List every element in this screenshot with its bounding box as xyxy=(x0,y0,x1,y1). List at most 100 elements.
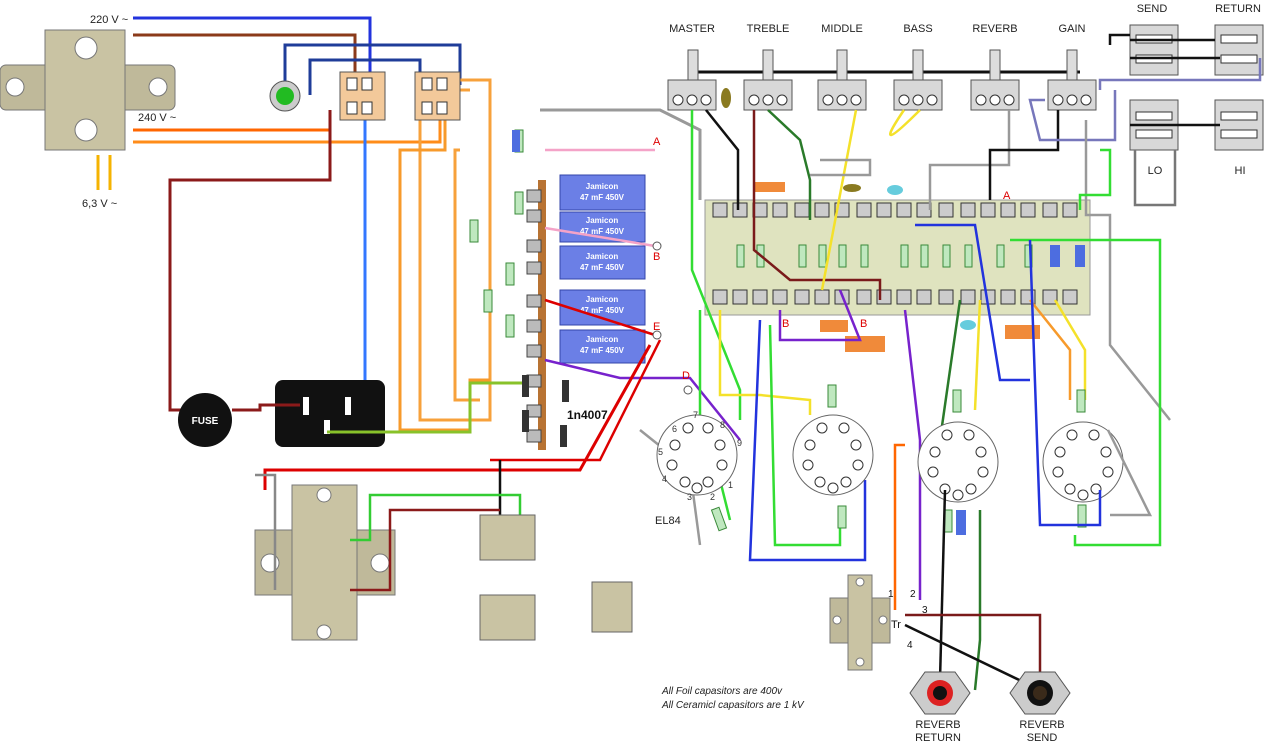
pot-row: MASTER TREBLE MIDDLE BASS REVERB GAIN xyxy=(669,23,1085,35)
pot-label-bass: BASS xyxy=(903,23,932,35)
iec-inlet xyxy=(275,380,385,447)
reverb-send-label-1: REVERB xyxy=(1019,719,1064,731)
svg-text:5: 5 xyxy=(658,447,663,457)
svg-text:Jamicon: Jamicon xyxy=(586,216,619,225)
tube-socket-v1 xyxy=(792,414,874,496)
pot-label-middle: MIDDLE xyxy=(821,23,863,35)
tube-wires xyxy=(893,238,1162,691)
coupling-cap xyxy=(512,130,520,152)
pot-middle[interactable] xyxy=(817,49,867,111)
point-label-e: E xyxy=(653,321,660,333)
output-transformer xyxy=(254,484,396,641)
reverb-send-jack[interactable] xyxy=(1009,671,1071,715)
hi-jack[interactable] xyxy=(1214,99,1264,151)
jack-label-send: SEND xyxy=(1137,3,1168,15)
note-ceramic-caps: All Ceramicl capasitors are 1 kV xyxy=(661,700,805,711)
svg-text:47 mF 450V: 47 mF 450V xyxy=(580,346,625,355)
tube-socket-v2 xyxy=(917,421,999,503)
pot-treble[interactable] xyxy=(743,49,793,111)
fuse-holder: FUSE xyxy=(178,393,232,447)
board-point-a: A xyxy=(1003,190,1011,202)
ot-wires xyxy=(255,473,522,592)
reverb-transformer-label: Tr xyxy=(891,619,901,631)
tube-name: EL84 xyxy=(655,515,681,527)
reverb-transformer xyxy=(829,574,891,671)
jack-label-return: RETURN xyxy=(1215,3,1261,15)
tube-socket-el84 xyxy=(656,414,738,496)
pot-label-master: MASTER xyxy=(669,23,715,35)
pot-bass[interactable] xyxy=(893,49,943,111)
svg-text:6: 6 xyxy=(672,424,677,434)
pilot-lamp xyxy=(269,80,301,112)
fuse-label: FUSE xyxy=(192,416,219,427)
reverb-pin-4: 4 xyxy=(907,640,913,651)
svg-text:8: 8 xyxy=(720,420,725,430)
filter-capacitor: Jamicon 47 mF 450V xyxy=(559,174,646,211)
label-6-3v: 6,3 V ~ xyxy=(82,198,117,210)
filter-capacitors: Jamicon 47 mF 450V Jamicon 47 mF 450V Ja… xyxy=(559,174,646,364)
return-jack[interactable] xyxy=(1214,24,1264,76)
reverb-wires xyxy=(904,613,1042,692)
tube-pin-numbers: 1 2 3 4 5 6 7 8 9 xyxy=(658,410,742,502)
filter-capacitor: Jamicon 47 mF 450V xyxy=(559,289,646,326)
hv-wires xyxy=(263,108,741,560)
board-turrets xyxy=(712,202,1078,305)
svg-text:4: 4 xyxy=(662,474,667,484)
reverb-pin-3: 3 xyxy=(922,605,928,616)
jack-label-hi: HI xyxy=(1235,165,1246,177)
bleeder-resistors xyxy=(469,129,524,338)
svg-text:47 mF 450V: 47 mF 450V xyxy=(580,193,625,202)
reverb-pin-2: 2 xyxy=(910,589,916,600)
reverb-return-jack[interactable] xyxy=(909,671,971,715)
board-point-b-left: B xyxy=(782,318,789,330)
pot-gain[interactable] xyxy=(1047,49,1097,111)
pot-label-reverb: REVERB xyxy=(972,23,1017,35)
svg-text:47 mF 450V: 47 mF 450V xyxy=(580,227,625,236)
standby-switch[interactable] xyxy=(414,71,461,121)
send-jack[interactable] xyxy=(1129,24,1179,76)
jack-label-lo: LO xyxy=(1148,165,1163,177)
pot-reverb[interactable] xyxy=(970,49,1020,111)
svg-text:Jamicon: Jamicon xyxy=(586,335,619,344)
svg-text:Jamicon: Jamicon xyxy=(586,182,619,191)
tube-resistors xyxy=(710,384,1087,533)
note-foil-caps: All Foil capasitors are 400v xyxy=(661,686,783,697)
svg-text:2: 2 xyxy=(710,492,715,502)
pot-label-gain: GAIN xyxy=(1059,23,1086,35)
jack-wires xyxy=(1098,33,1262,207)
pot-label-treble: TREBLE xyxy=(747,23,790,35)
svg-text:3: 3 xyxy=(687,492,692,502)
point-markers xyxy=(652,241,693,395)
point-label-b: B xyxy=(653,251,660,263)
power-transformer xyxy=(0,29,176,151)
rectifier-diodes xyxy=(522,375,569,447)
capacitor-terminal-strip xyxy=(526,180,546,450)
point-label-a: A xyxy=(653,136,661,148)
point-label-d: D xyxy=(682,370,690,382)
board-resistors xyxy=(736,244,1033,268)
svg-text:9: 9 xyxy=(737,438,742,448)
svg-text:47 mF 450V: 47 mF 450V xyxy=(580,263,625,272)
filter-capacitor: Jamicon 47 mF 450V xyxy=(559,329,646,364)
power-switch[interactable] xyxy=(339,71,386,121)
reverb-send-label-2: SEND xyxy=(1027,732,1058,744)
board-capacitors xyxy=(755,182,1085,352)
svg-text:1: 1 xyxy=(728,480,733,490)
speaker-jacks xyxy=(479,514,633,641)
filter-capacitor: Jamicon 47 mF 450V xyxy=(559,245,646,280)
reverb-pin-1: 1 xyxy=(888,589,894,600)
svg-text:Jamicon: Jamicon xyxy=(586,252,619,261)
svg-text:Jamicon: Jamicon xyxy=(586,295,619,304)
reverb-return-label-2: RETURN xyxy=(915,732,961,744)
label-240v: 240 V ~ xyxy=(138,112,176,124)
reverb-return-label-1: REVERB xyxy=(915,719,960,731)
board-point-b-right: B xyxy=(860,318,867,330)
tube-socket-v3 xyxy=(1042,421,1124,503)
cathode-cap xyxy=(956,510,966,535)
pot-master[interactable] xyxy=(667,49,717,111)
master-cap xyxy=(721,88,731,108)
svg-text:7: 7 xyxy=(693,410,698,420)
diode-label: 1n4007 xyxy=(567,408,608,422)
svg-text:47 mF 450V: 47 mF 450V xyxy=(580,306,625,315)
